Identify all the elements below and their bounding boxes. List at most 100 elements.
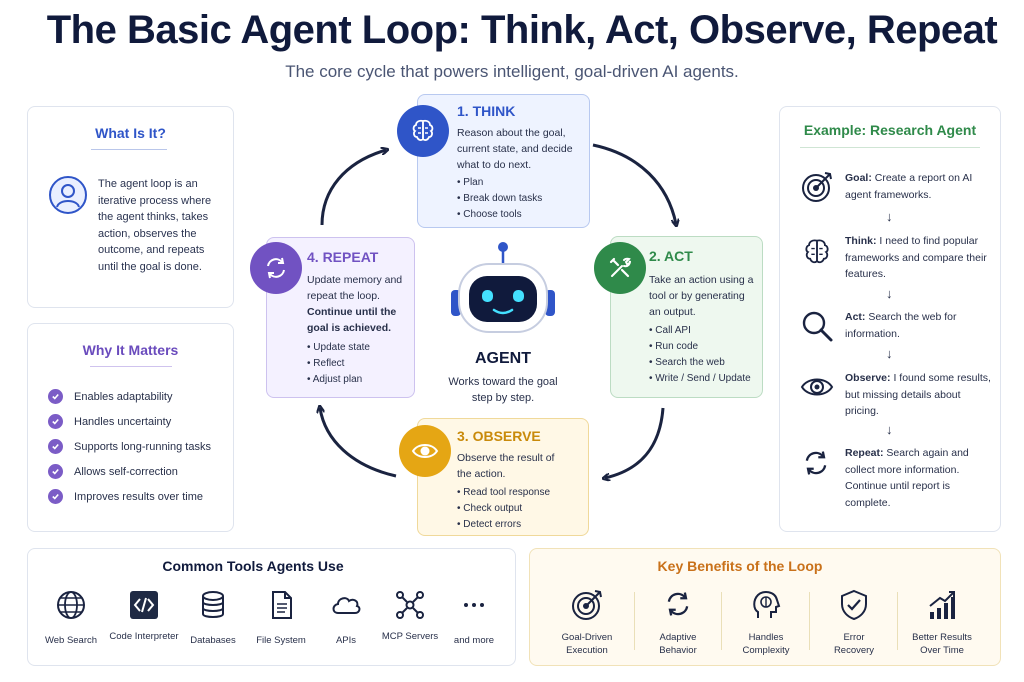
divider bbox=[809, 592, 810, 650]
list-item: Adjust plan bbox=[307, 372, 370, 388]
down-arrow-icon: ↓ bbox=[886, 422, 893, 437]
cycle-icon bbox=[800, 447, 832, 484]
step-repeat-desc: Update memory and repeat the loop. bbox=[307, 274, 403, 302]
page-subtitle: The core cycle that powers intelligent, … bbox=[285, 62, 739, 81]
heading-underline bbox=[91, 149, 167, 150]
arrow-think-to-act bbox=[592, 143, 676, 224]
why-it-matters-heading: Why It Matters bbox=[82, 342, 179, 358]
step-act-list: Call API Run code Search the web Write /… bbox=[649, 323, 751, 387]
list-item: Read tool response bbox=[457, 485, 550, 501]
brain-icon bbox=[397, 105, 449, 157]
check-icon bbox=[48, 464, 63, 479]
what-is-it-card: What Is It? The agent loop is an iterati… bbox=[27, 106, 234, 308]
list-item: Choose tools bbox=[457, 207, 542, 223]
list-item: Check output bbox=[457, 501, 550, 517]
list-item: Detect errors bbox=[457, 517, 550, 533]
step-think-title: 1. THINK bbox=[457, 103, 516, 119]
arrow-repeat-to-think bbox=[320, 150, 386, 226]
cloud-icon bbox=[332, 597, 361, 614]
head-icon bbox=[753, 591, 781, 618]
tool-more: and more bbox=[434, 589, 514, 647]
check-icon bbox=[48, 414, 63, 429]
list-item: Search the web bbox=[649, 355, 751, 371]
step-repeat-list: Update state Reflect Adjust plan bbox=[307, 340, 370, 388]
step-act-title: 2. ACT bbox=[649, 248, 693, 264]
what-is-it-heading: What Is It? bbox=[95, 125, 166, 141]
step-observe-title: 3. OBSERVE bbox=[457, 428, 541, 444]
divider bbox=[634, 592, 635, 650]
list-item: Write / Send / Update bbox=[649, 371, 750, 387]
arrow-observe-to-repeat bbox=[320, 408, 397, 478]
check-icon bbox=[48, 389, 63, 404]
benefit-error-recovery: Error Recovery bbox=[809, 588, 899, 657]
more-icon bbox=[464, 603, 484, 607]
example-heading: Example: Research Agent bbox=[803, 122, 977, 138]
example-row-act: Act: Search the web for information. bbox=[800, 309, 990, 345]
step-observe-list: Read tool response Check output Detect e… bbox=[457, 485, 550, 533]
target-icon bbox=[800, 170, 834, 209]
list-item: Reflect bbox=[307, 356, 370, 372]
tool-file-system: File System bbox=[241, 589, 321, 647]
example-row-goal: Goal: Create a report on AI agent framew… bbox=[800, 170, 990, 210]
matters-item: Enables adaptability bbox=[48, 389, 172, 404]
matters-item: Supports long-running tasks bbox=[48, 439, 211, 454]
network-icon bbox=[396, 591, 424, 619]
tool-web-search: Web Search bbox=[31, 589, 111, 647]
heading-underline bbox=[90, 366, 172, 367]
tool-databases: Databases bbox=[173, 589, 253, 647]
list-item: Update state bbox=[307, 340, 370, 356]
heading-underline bbox=[800, 147, 980, 148]
divider bbox=[897, 592, 898, 650]
cycle-icon bbox=[250, 242, 302, 294]
cycle-icon bbox=[667, 592, 689, 616]
code-icon bbox=[130, 591, 158, 619]
eye-icon bbox=[800, 372, 834, 407]
step-think-list: Plan Break down tasks Choose tools bbox=[457, 175, 542, 223]
step-observe-desc: Observe the result of the action. bbox=[457, 452, 555, 480]
eye-icon bbox=[399, 425, 451, 477]
matters-item: Improves results over time bbox=[48, 489, 203, 504]
list-item: Call API bbox=[649, 323, 751, 339]
down-arrow-icon: ↓ bbox=[886, 286, 893, 301]
benefit-complexity: Handles Complexity bbox=[721, 588, 811, 657]
step-think-desc: Reason about the goal, current state, an… bbox=[457, 127, 573, 171]
check-icon bbox=[48, 489, 63, 504]
list-item: Run code bbox=[649, 339, 751, 355]
example-row-repeat: Repeat: Search again and collect more in… bbox=[800, 445, 990, 511]
database-icon bbox=[202, 591, 224, 618]
user-icon bbox=[48, 175, 88, 220]
search-icon bbox=[800, 309, 834, 348]
growth-icon bbox=[929, 591, 955, 619]
shield-icon bbox=[841, 589, 867, 621]
tools-card bbox=[27, 548, 516, 666]
globe-icon bbox=[57, 591, 85, 619]
matters-item: Allows self-correction bbox=[48, 464, 178, 479]
target-icon bbox=[572, 590, 602, 620]
example-row-observe: Observe: I found some results, but missi… bbox=[800, 370, 991, 420]
example-card bbox=[779, 106, 1001, 532]
tool-apis: APIs bbox=[306, 589, 386, 647]
arrow-act-to-observe bbox=[605, 407, 665, 478]
list-item: Plan bbox=[457, 175, 542, 191]
matters-item: Handles uncertainty bbox=[48, 414, 171, 429]
tools-heading: Common Tools Agents Use bbox=[162, 558, 344, 574]
divider bbox=[721, 592, 722, 650]
page-title: The Basic Agent Loop: Think, Act, Observ… bbox=[46, 8, 998, 52]
brain-icon bbox=[800, 235, 834, 274]
file-icon bbox=[272, 591, 292, 619]
benefit-better-results: Better Results Over Time bbox=[897, 588, 987, 657]
step-repeat-desc-bold: Continue until the goal is achieved. bbox=[307, 306, 397, 334]
down-arrow-icon: ↓ bbox=[886, 346, 893, 361]
list-item: Break down tasks bbox=[457, 191, 542, 207]
step-repeat-title: 4. REPEAT bbox=[307, 249, 379, 265]
benefits-heading: Key Benefits of the Loop bbox=[657, 558, 823, 574]
tool-mcp-servers: MCP Servers bbox=[370, 589, 450, 643]
tools-icon bbox=[594, 242, 646, 294]
agent-caption: Works toward the goal step by step. bbox=[448, 376, 558, 404]
agent-label: AGENT bbox=[475, 350, 531, 367]
down-arrow-icon: ↓ bbox=[886, 209, 893, 224]
what-is-it-text: The agent loop is an iterative process w… bbox=[98, 178, 212, 273]
step-act-desc: Take an action using a tool or by genera… bbox=[649, 274, 754, 318]
check-icon bbox=[48, 439, 63, 454]
